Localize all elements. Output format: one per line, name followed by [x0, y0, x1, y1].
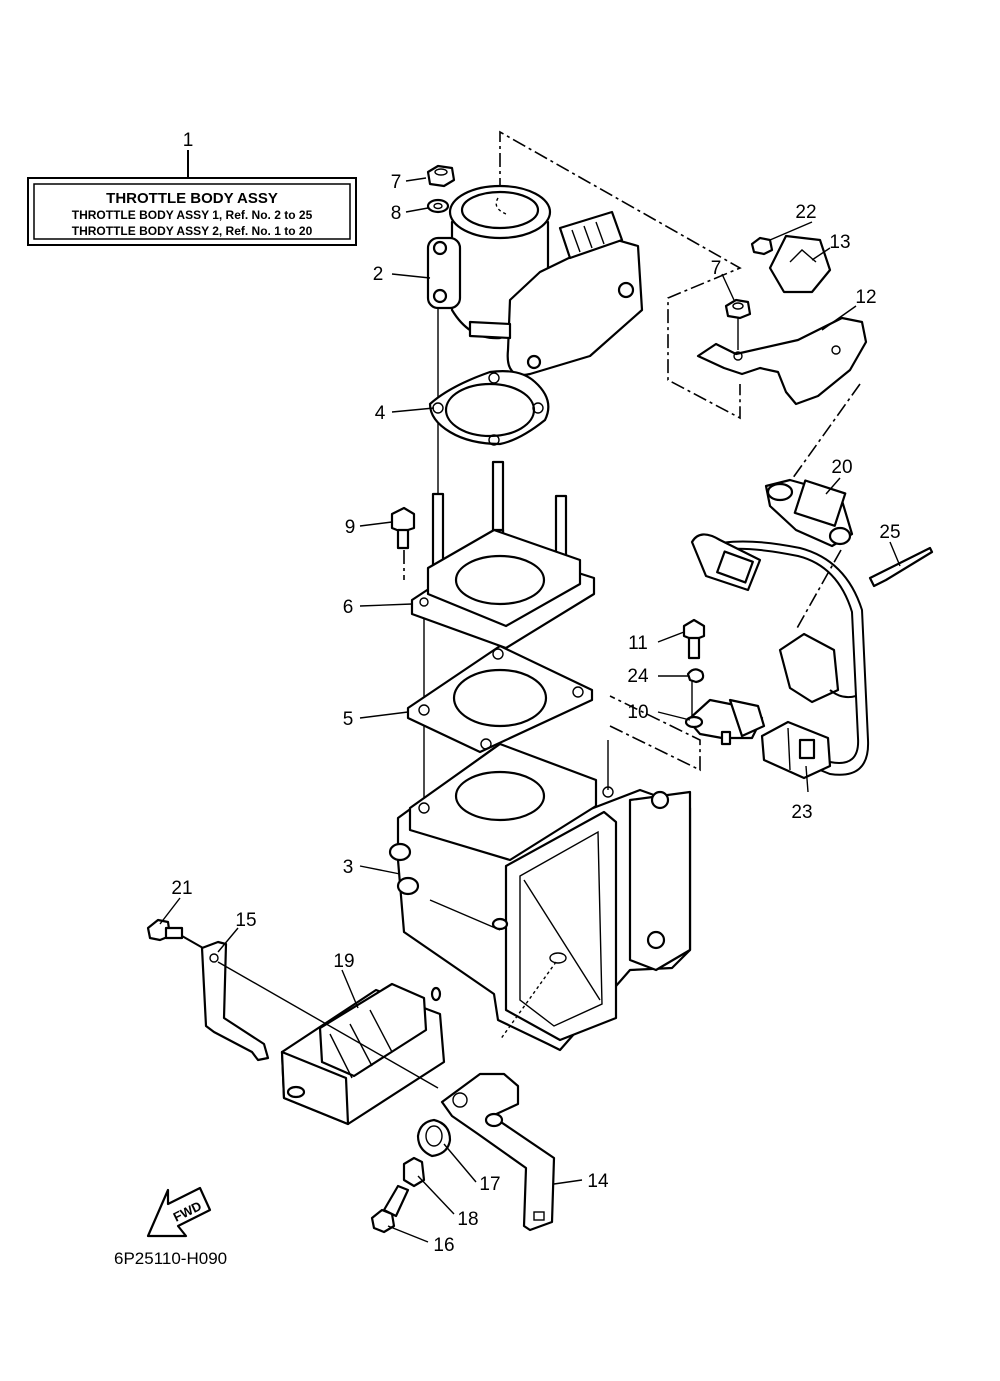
bolt-21	[146, 918, 211, 953]
callout-3: 3	[343, 857, 354, 878]
callout-4: 4	[375, 403, 386, 424]
bolt-9	[390, 506, 416, 580]
bolt-11	[682, 618, 706, 660]
intake-manifold	[388, 742, 692, 1052]
callout-7a: 7	[391, 172, 402, 193]
gasket-lower	[406, 644, 594, 754]
bracket-14	[440, 1072, 556, 1232]
callout-12: 12	[855, 287, 876, 308]
wire-harness	[690, 533, 870, 776]
callout-19: 19	[333, 951, 354, 972]
cable-tie-25	[868, 546, 934, 588]
callout-22: 22	[795, 202, 816, 223]
callout-17: 17	[479, 1174, 500, 1195]
callout-2: 2	[373, 264, 384, 285]
callout-18: 18	[457, 1209, 478, 1230]
assy-label-box: THROTTLE BODY ASSY THROTTLE BODY ASSY 1,…	[27, 150, 357, 246]
callout-20: 20	[831, 457, 852, 478]
bracket-15	[200, 940, 270, 1062]
throttle-body	[426, 184, 644, 377]
nut-7-right	[724, 298, 752, 350]
callout-13: 13	[829, 232, 850, 253]
assembly-reference-lines	[499, 130, 861, 772]
callout-11: 11	[628, 633, 648, 654]
callout-24: 24	[627, 666, 649, 687]
diagram-code: 6P25110-H090	[114, 1249, 227, 1268]
bracket-12	[696, 316, 868, 406]
callout-16: 16	[433, 1235, 454, 1256]
fwd-arrow-icon: FWD	[146, 1186, 212, 1238]
assy-box-line-2: THROTTLE BODY ASSY 2, Ref. No. 1 to 20	[72, 224, 313, 238]
connector-23	[760, 720, 832, 780]
callout-numbers: 1 7 8 2 4 9 6 5 3 7 22 13 12 20 25 11 24…	[171, 130, 900, 1256]
callout-15: 15	[235, 910, 256, 931]
callout-23: 23	[791, 802, 812, 823]
assy-box-line-1: THROTTLE BODY ASSY 1, Ref. No. 2 to 25	[72, 208, 313, 222]
clamp-13	[768, 234, 832, 294]
washer-24	[686, 668, 705, 684]
sensor-10	[684, 698, 766, 746]
spacer-6	[410, 528, 596, 650]
callout-1: 1	[183, 130, 194, 151]
callout-5: 5	[343, 709, 354, 730]
callout-25: 25	[879, 522, 900, 543]
callout-7b: 7	[711, 258, 722, 279]
assy-box-title: THROTTLE BODY ASSY	[106, 190, 278, 207]
bolt-16	[370, 1184, 410, 1234]
callout-8: 8	[391, 203, 402, 224]
nut-22	[750, 236, 774, 256]
callout-21: 21	[171, 878, 192, 899]
callout-leaders	[159, 177, 901, 1243]
nut-and-washer-top	[426, 164, 456, 214]
callout-10: 10	[627, 702, 648, 723]
sensor-20	[764, 478, 854, 548]
gasket-upper	[428, 370, 550, 446]
canister-19	[217, 961, 446, 1126]
callout-9: 9	[345, 517, 356, 538]
grommet-17	[416, 1118, 452, 1158]
callout-6: 6	[343, 597, 354, 618]
callout-14: 14	[587, 1171, 609, 1192]
collar-18	[402, 1156, 426, 1188]
